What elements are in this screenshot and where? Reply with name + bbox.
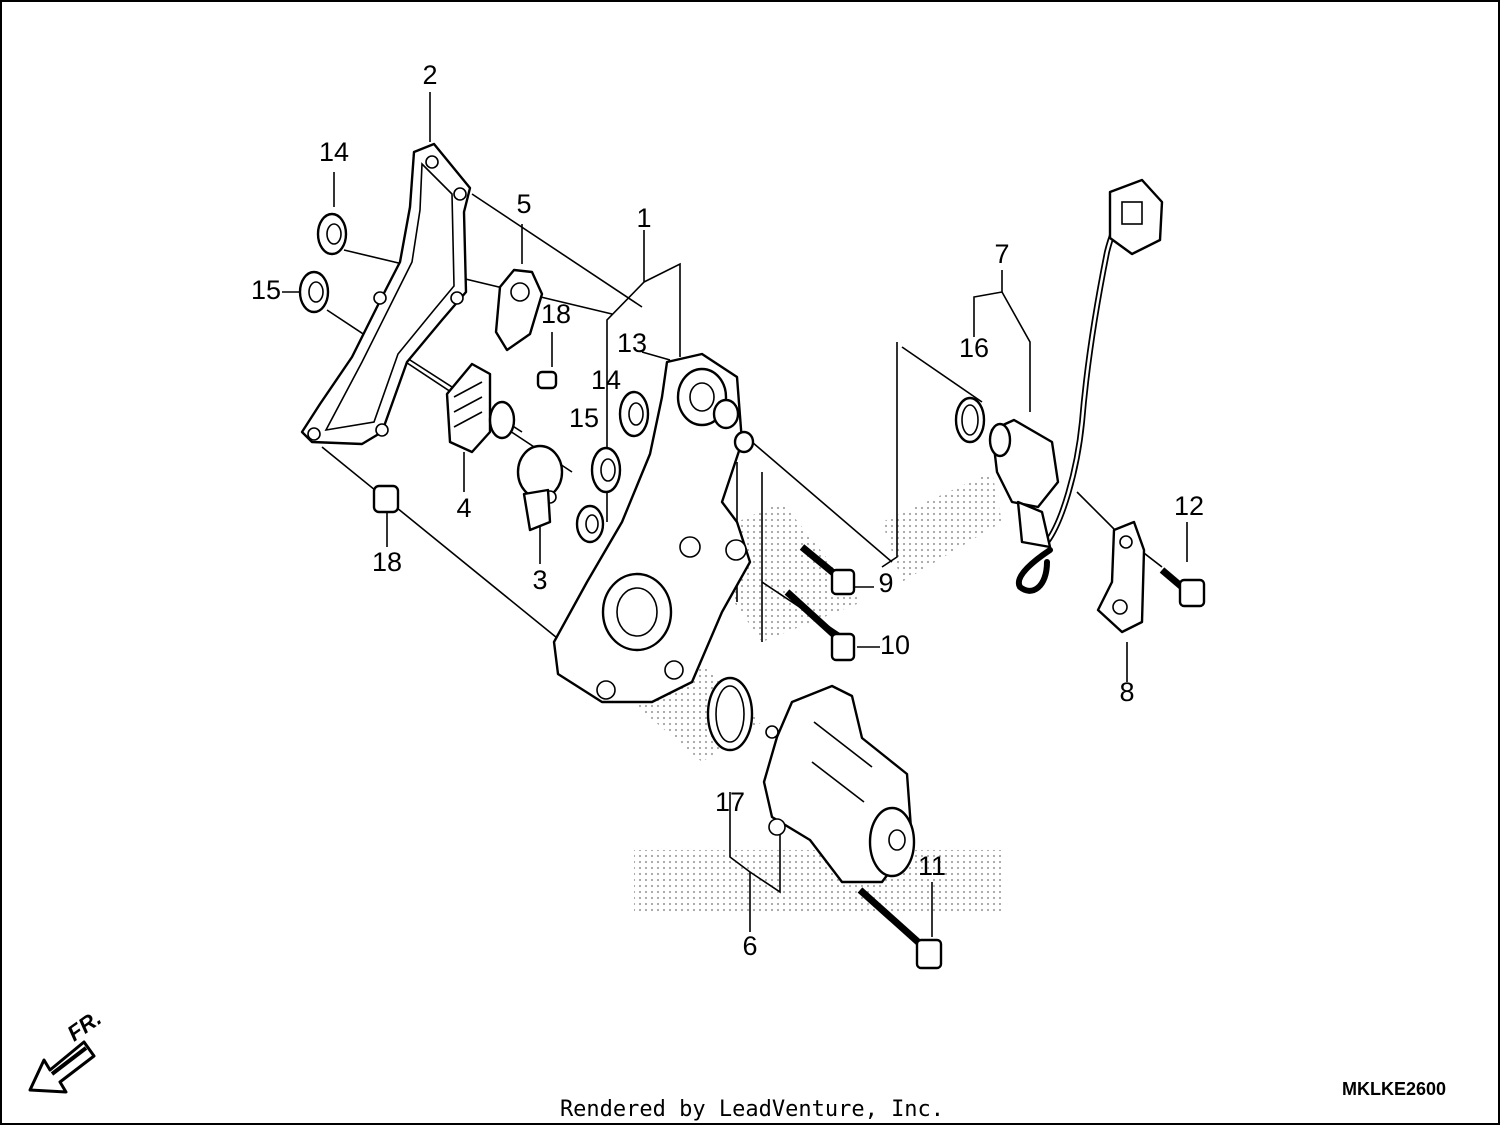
callout-10: 10 [880,630,910,660]
bearing-part-inner [575,390,650,544]
callout-12: 12 [1174,491,1204,521]
shift-sensor-part [988,178,1164,594]
callout-14-inner: 14 [591,365,621,395]
callout-13: 13 [617,328,647,358]
callout-7: 7 [994,239,1009,269]
front-label: FR. [63,1005,106,1046]
oil-seal-part [316,212,348,256]
render-credit: Rendered by LeadVenture, Inc. [560,1097,944,1122]
callout-4: 4 [456,493,471,523]
shift-arm-part [494,268,544,352]
callout-17: 17 [715,787,745,817]
shift-motor-part [762,684,916,884]
callout-8: 8 [1119,677,1134,707]
o-ring-part [954,396,986,444]
callout-5: 5 [516,189,531,219]
gasket-part [300,142,472,446]
callout-16: 16 [959,333,989,363]
callout-11: 11 [918,851,946,881]
motor-o-ring-part [706,676,754,752]
callout-18-upper: 18 [541,299,571,329]
callout-18-lower: 18 [372,547,402,577]
callout-1: 1 [636,203,651,233]
callout-9: 9 [878,568,893,598]
dowel-pin-part [372,370,558,514]
callout-2: 2 [422,60,437,90]
gear-part-3 [516,444,564,532]
callout-labels: 1 2 3 4 5 6 7 8 9 10 11 12 13 14 14 15 1… [251,60,1204,961]
callout-14-outer: 14 [319,137,349,167]
stay-bolt-part [1159,567,1206,608]
front-direction-indicator: FR. [28,1005,106,1094]
callout-3: 3 [532,565,547,595]
callout-15-inner: 15 [569,403,599,433]
stay-plate-part [1096,520,1146,634]
diagram-code: MKLKE2600 [1342,1079,1446,1099]
long-bolt-part [784,589,856,662]
shift-housing-part [552,352,755,704]
gear-part-4 [445,362,516,454]
motor-bolt-part [857,887,943,970]
bearing-part [298,270,330,314]
callout-6: 6 [742,931,757,961]
flange-bolt-part [799,544,856,596]
callout-15-outer: 15 [251,275,281,305]
